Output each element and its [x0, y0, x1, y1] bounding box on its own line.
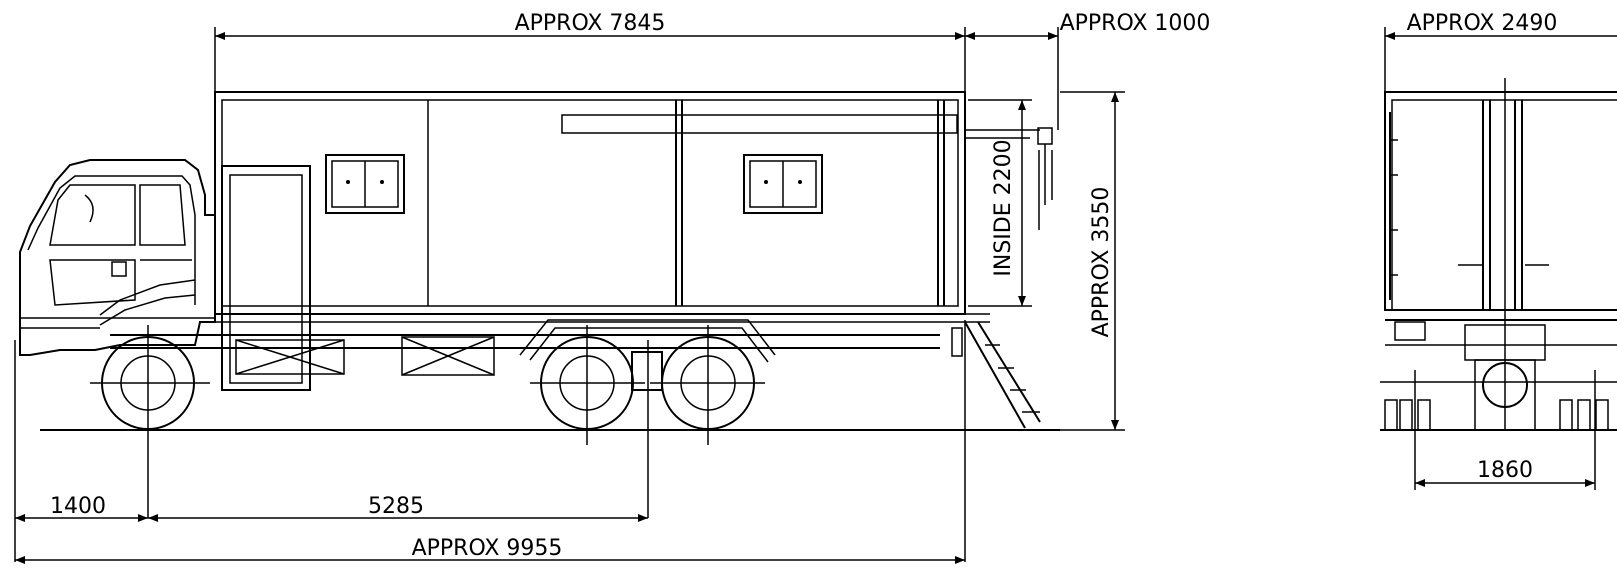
- dim-front-overhang-label: 1400: [50, 494, 106, 519]
- dimension-lines-side: [14, 27, 1125, 564]
- chassis-frame: [110, 319, 940, 391]
- dim-overall-width-label: APPROX 2490: [1407, 11, 1558, 36]
- container-body: [214, 91, 1053, 391]
- rear-wheel-2: [650, 325, 765, 445]
- window-front: [325, 154, 405, 214]
- dim-track-label: 1860: [1477, 458, 1533, 483]
- side-door: [221, 165, 311, 391]
- spare-tire: [1482, 362, 1528, 408]
- rear-ladder: [951, 321, 1041, 429]
- dim-inside-height-label: INSIDE 2200: [991, 139, 1016, 276]
- rear-wheel-1: [530, 325, 645, 445]
- truck-rear-view: APPROX 2490 1860: [1380, 11, 1617, 490]
- front-wheel: [90, 325, 210, 518]
- differential: [631, 351, 663, 391]
- truck-cab: [19, 159, 216, 356]
- dim-overall-height-label: APPROX 3550: [1089, 187, 1114, 338]
- rear-doors: [1389, 100, 1549, 310]
- window-rear: [743, 154, 823, 214]
- hoist: [1037, 127, 1053, 230]
- rear-wheels: [1384, 399, 1609, 431]
- truck-side-view: APPROX 7845 APPROX 1000 INSIDE 2200 APPR…: [14, 11, 1211, 564]
- dim-body-length-label: APPROX 7845: [515, 11, 666, 36]
- dim-ladder-overhang-label: APPROX 1000: [1060, 11, 1211, 36]
- dim-overall-length-label: APPROX 9955: [412, 536, 563, 561]
- dim-wheelbase-label: 5285: [368, 494, 424, 519]
- roof-rail: [561, 114, 958, 134]
